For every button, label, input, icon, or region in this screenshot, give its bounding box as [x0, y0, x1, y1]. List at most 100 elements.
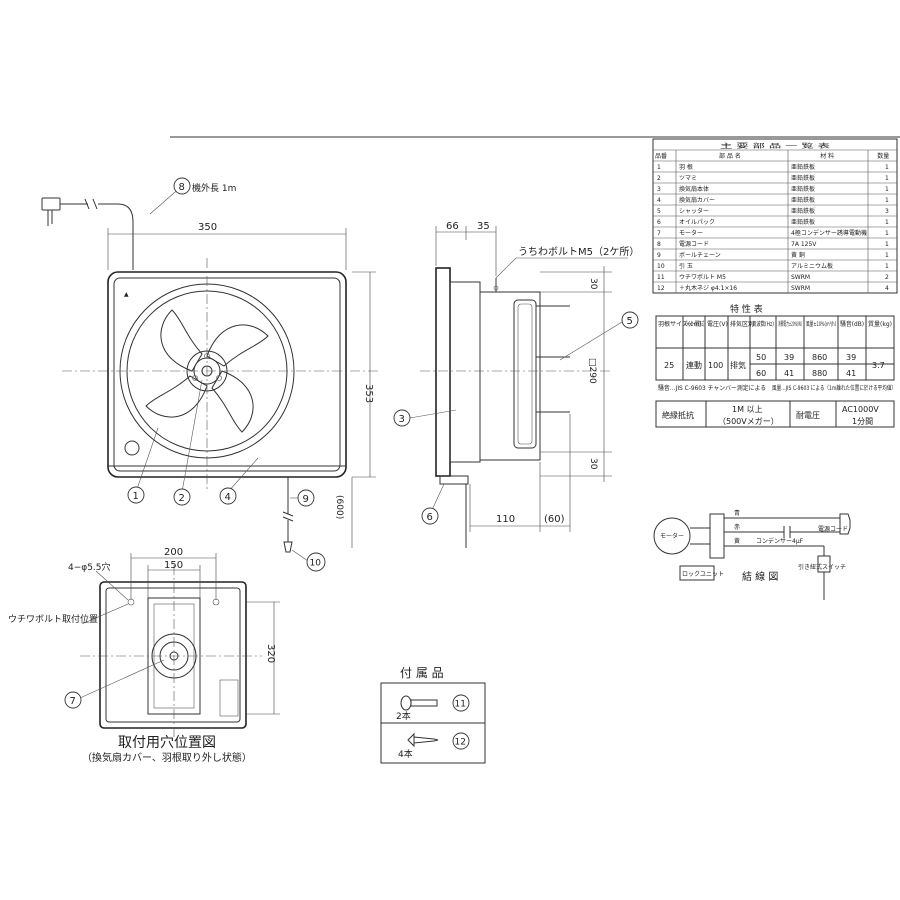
accessory-1-qty: 2本 [396, 710, 411, 722]
parts-table-title: 主 要 部 品 一 覧 表 [720, 142, 830, 150]
parts-row-qty: 1 [885, 230, 889, 237]
parts-row-name: ウチワボルト M5 [679, 273, 726, 281]
mount-subtitle: （換気扇カバー、羽根取り外し状態） [82, 751, 252, 764]
callout-2 [173, 488, 191, 506]
spec-header-noise: 騒音(dB) [840, 320, 864, 328]
screw-icon [407, 732, 439, 748]
parts-row-material: 7A 125V [791, 241, 817, 248]
parts-row-no: 4 [657, 197, 661, 204]
insulation-label: 絶縁抵抗 [662, 410, 694, 420]
side-dim-60: (60) [544, 514, 565, 525]
parts-row-no: 10 [657, 263, 665, 270]
callout-5-label: 5 [627, 316, 633, 327]
parts-row-name: 換気扇カバー [679, 196, 715, 204]
plug-icon [41, 197, 61, 211]
callout-2-label: 2 [179, 493, 185, 504]
spec-power-2: 41 [784, 369, 794, 378]
mount-dim-320: 320 [265, 644, 276, 663]
parts-row-name: シャッター [679, 207, 709, 215]
withstand-label: 耐電圧 [796, 410, 820, 420]
side-plate [435, 267, 451, 477]
parts-row-name: 羽 根 [679, 163, 693, 171]
pull-knob-icon [283, 541, 293, 553]
parts-row-no: 3 [657, 186, 661, 193]
front-view: ▲ 350 353 [41, 177, 380, 572]
parts-row-material: 4極コンデンサー誘導電動機 [791, 229, 867, 237]
spec-size: 25 [664, 361, 674, 370]
spec-power-1: 39 [784, 353, 794, 362]
spec-header-airflow: 風量±10%(m³/h) [806, 321, 836, 328]
spec-header-mode: 排気区別 [730, 320, 754, 328]
parts-row-qty: 1 [885, 252, 889, 259]
parts-row-qty: 1 [885, 164, 889, 171]
parts-row-no: 1 [657, 164, 661, 171]
mount-dim-150: 150 [164, 560, 183, 571]
chain-length-dim: (600) [334, 495, 344, 519]
parts-row-material: 亜鉛鉄板 [791, 185, 815, 193]
callout-11-label: 11 [455, 700, 466, 710]
spec-airflow-2: 880 [812, 369, 827, 378]
wiring-unit-label: ロックユニット [682, 571, 724, 578]
callout-10 [306, 552, 326, 572]
callout-6-label: 6 [427, 512, 433, 523]
callout-4 [219, 487, 237, 505]
spec-note-noise: 騒音…JIS C-9603 チャンバー測定による [658, 384, 766, 392]
callout-1 [127, 486, 145, 504]
parts-row-no: 7 [657, 230, 661, 237]
parts-row-qty: 1 [885, 241, 889, 248]
parts-row-name: ボールチェーン [679, 251, 721, 259]
side-view: 66 35 うちわボルトM5（2ケ所） 30 □290 30 110 (60) … [393, 221, 639, 548]
side-dim-110: 110 [496, 514, 515, 525]
parts-row-material: 黄 銅 [791, 251, 805, 259]
side-dim-290: □290 [587, 358, 597, 384]
oil-pack [439, 475, 469, 485]
callout-7 [64, 691, 82, 709]
callout-5 [621, 311, 639, 329]
parts-row-qty: 1 [885, 186, 889, 193]
bolt-position-label: ウチワボルト取付位置 [8, 613, 98, 625]
callout-12-label: 12 [455, 738, 466, 748]
side-dim-35: 35 [477, 221, 490, 232]
parts-row-no: 6 [657, 219, 661, 226]
spec-freq-1: 50 [756, 353, 766, 362]
parts-row-qty: 1 [885, 263, 889, 270]
callout-8-label: 8 [179, 182, 185, 193]
accessories-box: 付 属 品 2本 11 4本 12 [380, 666, 486, 764]
callout-4-label: 4 [225, 492, 231, 503]
insulation-table: 絶縁抵抗 1M 以上 （500Vメガー） 耐電圧 AC1000V 1分間 [655, 400, 895, 428]
parts-row-name: モーター [679, 229, 703, 237]
spec-noise-2: 41 [846, 369, 856, 378]
spec-shutter: 連動 [686, 360, 702, 370]
wiring-switch-label: 引き紐式スイッチ [798, 563, 846, 571]
mount-view: 200 150 320 4−φ5.5穴 ウチワボルト取付位置 7 取付用穴位置図… [8, 547, 280, 764]
withstand-value: AC1000V [842, 405, 879, 414]
wire-blue: 青 [734, 509, 740, 517]
parts-row-name: 電源コード [679, 240, 709, 248]
front-width-dim: 350 [198, 222, 217, 233]
wire-yellow: 黄 [734, 537, 740, 545]
callout-11 [452, 694, 470, 712]
parts-row-qty: 1 [885, 197, 889, 204]
side-dim-top30: 30 [588, 278, 598, 290]
motor-symbol [653, 517, 691, 555]
withstand-duration: 1分間 [852, 417, 873, 426]
up-mark-icon: ▲ [124, 291, 129, 298]
insulation-value: 1M 以上 [732, 405, 763, 414]
spec-header-mass: 質量(kg) [868, 320, 892, 328]
parts-table-header: 材 料 [820, 152, 834, 160]
parts-row-qty: 4 [885, 285, 889, 292]
spec-airflow-1: 860 [812, 353, 827, 362]
parts-row-qty: 1 [885, 219, 889, 226]
parts-row-qty: 1 [885, 175, 889, 182]
callout-7-label: 7 [70, 696, 76, 707]
parts-row-no: 12 [657, 285, 665, 292]
parts-table-header: 数量 [877, 152, 889, 160]
spec-table: 特 性 表 羽根サイズ(cm) シャッター開閉方式 電圧(V) 排気区別 周波数… [655, 303, 896, 392]
parts-row-name: オイルパック [679, 219, 715, 226]
parts-table-header: 部 品 名 [719, 152, 741, 160]
spec-note-airflow: 風量…JIS C-9603 による（1m離れた位置に於ける平均値） [772, 384, 896, 392]
parts-row-qty: 2 [885, 274, 889, 281]
parts-row-material: SWRM [791, 274, 810, 281]
